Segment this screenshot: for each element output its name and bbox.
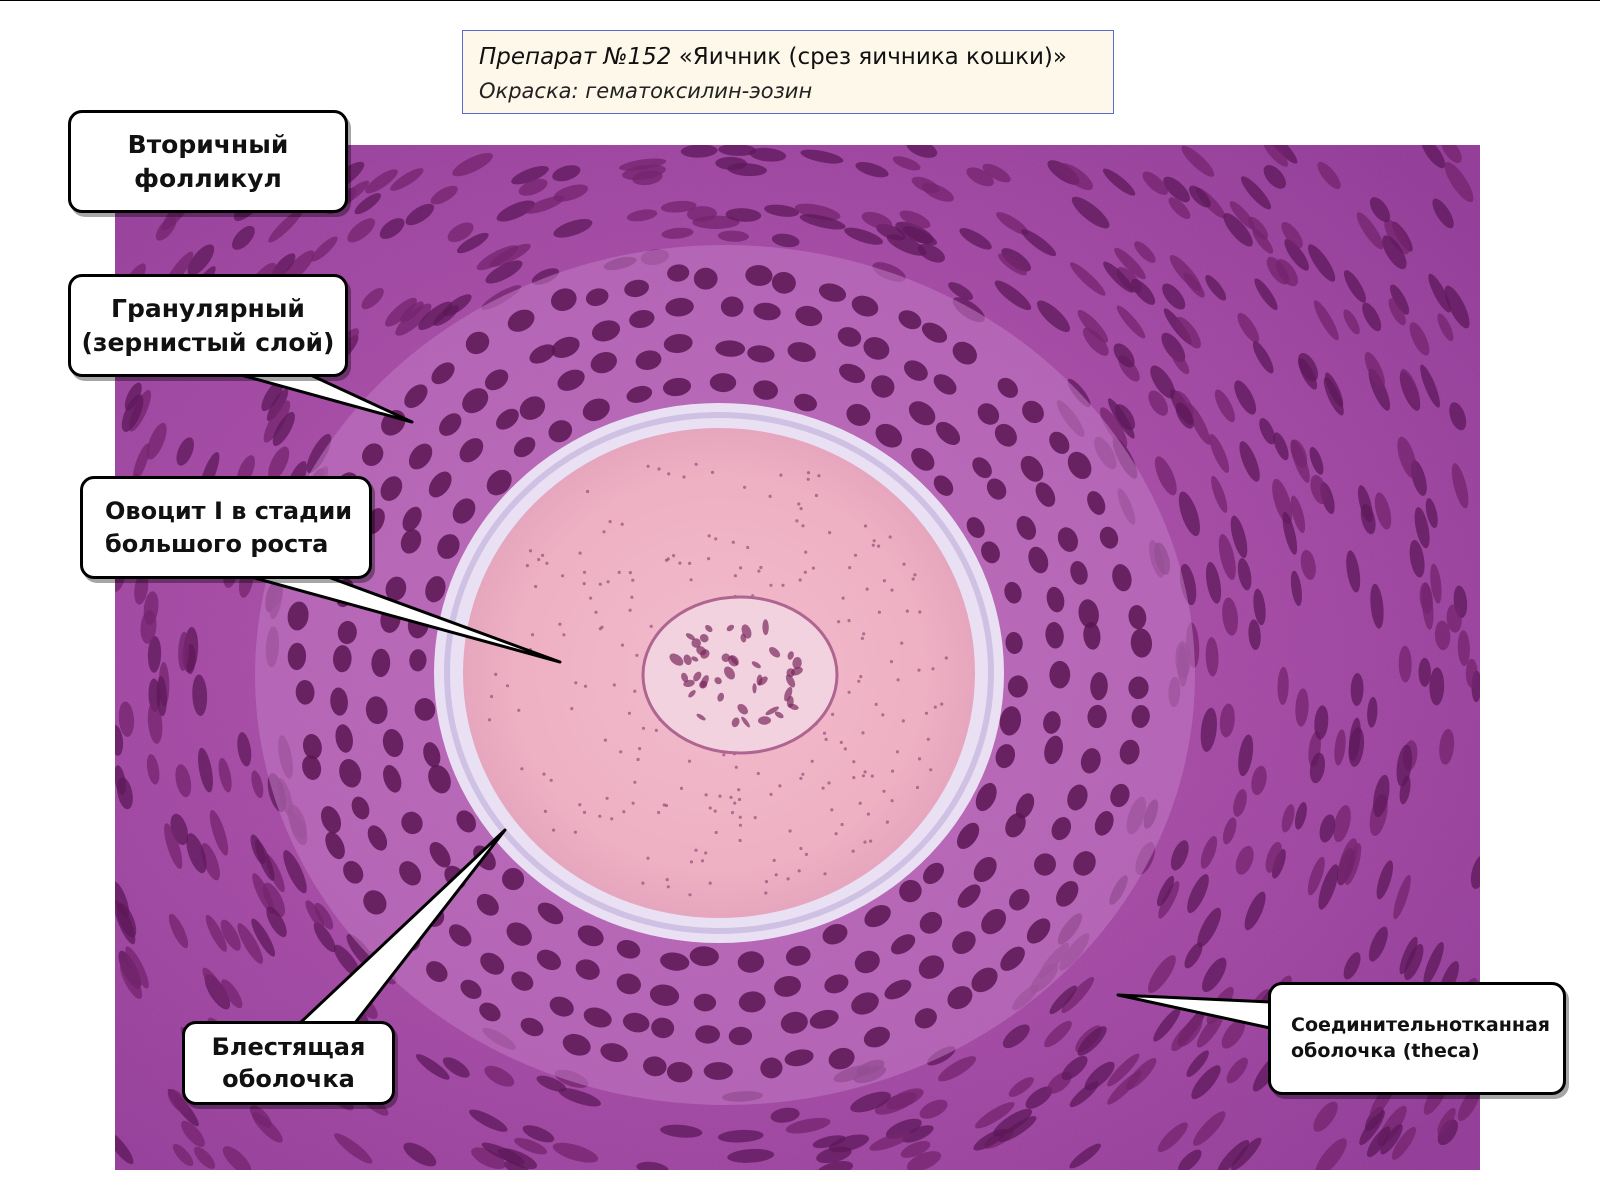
- micrograph: [115, 145, 1480, 1170]
- label-theca: Соединительнотканная оболочка (theca): [1291, 1013, 1550, 1062]
- specimen-name: «Яичник (срез яичника кошки)»: [678, 44, 1067, 70]
- top-rule: [0, 0, 1600, 1]
- label-zona-pellucida: Блестящая оболочка: [211, 1032, 366, 1093]
- label-oocyte: Овоцит I в стадии большого роста: [105, 497, 353, 558]
- callout-theca: Соединительнотканная оболочка (theca): [1268, 982, 1566, 1095]
- stain-label: Окраска: гематоксилин-эозин: [479, 79, 813, 103]
- label-secondary-follicle: Вторичный фолликул: [127, 129, 289, 193]
- callout-granular-layer: Гранулярный (зернистый слой): [68, 274, 348, 377]
- granulosa-cells: [287, 264, 1153, 1083]
- oocyte-nucleus: [641, 595, 839, 755]
- specimen-title: Препарат №152 «Яичник (срез яичника кошк…: [479, 40, 1097, 74]
- callout-secondary-follicle: Вторичный фолликул: [68, 110, 348, 213]
- callout-oocyte: Овоцит I в стадии большого роста: [80, 476, 372, 579]
- nucleus-chromatin: [669, 619, 803, 728]
- callout-zona-pellucida: Блестящая оболочка: [182, 1021, 395, 1105]
- specimen-number: Препарат №152: [479, 44, 672, 70]
- specimen-title-box: Препарат №152 «Яичник (срез яичника кошк…: [462, 30, 1114, 114]
- label-granular-layer: Гранулярный (зернистый слой): [81, 293, 335, 357]
